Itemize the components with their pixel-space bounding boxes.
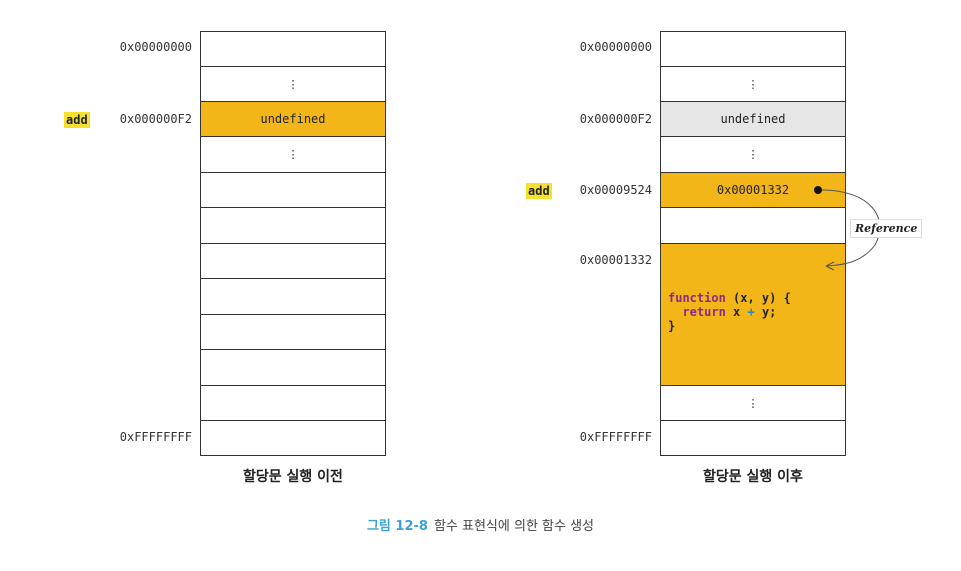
memory-cell [200,31,386,67]
reference-dot [814,186,822,194]
memory-cell [200,385,386,421]
variable-add-label: add [526,183,552,199]
figure-caption: 그림 12-8 함수 표현식에 의한 함수 생성 [0,515,961,534]
memory-cell [200,207,386,244]
address-label: 0x00001332 [579,253,652,267]
code-text: x [725,305,748,319]
address-label: 0x00009524 [579,183,652,197]
caption-before: 할당문 실행 이전 [243,469,343,485]
memory-cell [200,314,386,350]
memory-cell [660,31,846,67]
code-text: y; [754,305,777,319]
figure-number: 그림 12-8 [366,519,428,534]
memory-cell [200,243,386,279]
code-text: } [668,319,676,333]
code-keyword-function: function [668,291,726,305]
code-text: (x, y) { [725,291,791,305]
arrowhead-icon [825,261,835,271]
address-label: 0xFFFFFFFF [579,430,652,444]
caption-after: 할당문 실행 이후 [703,469,803,485]
address-label: 0x000000F2 [119,112,192,126]
figure-caption-text: 함수 표현식에 의한 함수 생성 [433,519,595,534]
memory-cell [200,172,386,208]
memory-cell-ellipsis: ⋮ [200,136,386,173]
reference-curve [821,189,881,267]
reference-label: Reference [850,219,923,238]
address-label: 0x00000000 [119,40,192,54]
code-operator-plus: + [747,305,755,319]
address-label: 0xFFFFFFFF [119,430,192,444]
address-label: 0x00000000 [579,40,652,54]
memory-cell [660,207,846,244]
variable-add-label: add [64,112,90,128]
memory-cell-function-object [660,243,846,386]
code-keyword-return: return [682,305,726,319]
memory-cell [660,420,846,456]
memory-cell-ellipsis: ⋮ [660,385,846,421]
memory-cell [200,420,386,456]
function-code: function (x, y) { return x + y; } [668,291,791,333]
memory-cell-undefined: undefined [200,101,386,137]
address-label: 0x000000F2 [579,112,652,126]
